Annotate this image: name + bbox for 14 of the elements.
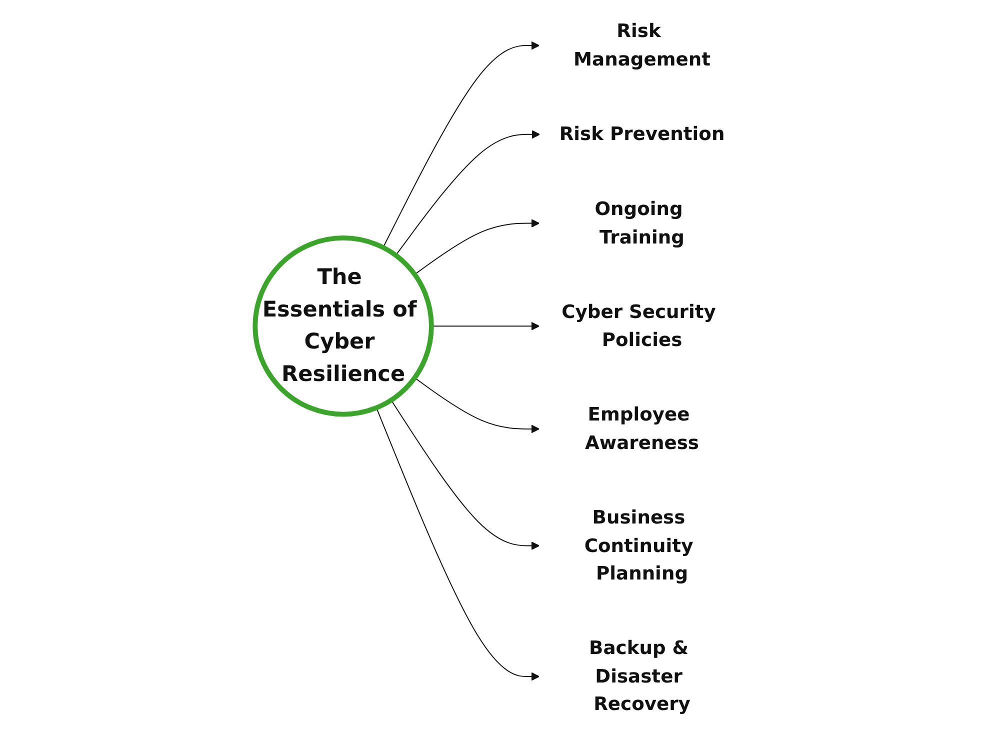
- node-text: Cyber Security Policies: [562, 301, 716, 351]
- node-text: Business Continuity Planning: [584, 506, 694, 584]
- node-circle: The Essentials of Cyber Resilience: [252, 236, 434, 417]
- arrow: [390, 400, 540, 550]
- arrow: [414, 377, 540, 434]
- node-text: Ongoing Training: [594, 198, 684, 248]
- node-text: Backup & Disaster Recovery: [589, 638, 690, 715]
- node-text: Risk Prevention: [559, 123, 725, 145]
- node-text: Risk Management: [574, 20, 710, 70]
- arrow: [395, 130, 540, 256]
- arrow: [382, 41, 540, 248]
- arrow: [414, 219, 540, 275]
- arrow: [376, 407, 540, 681]
- node-text: Employee Awareness: [585, 404, 699, 454]
